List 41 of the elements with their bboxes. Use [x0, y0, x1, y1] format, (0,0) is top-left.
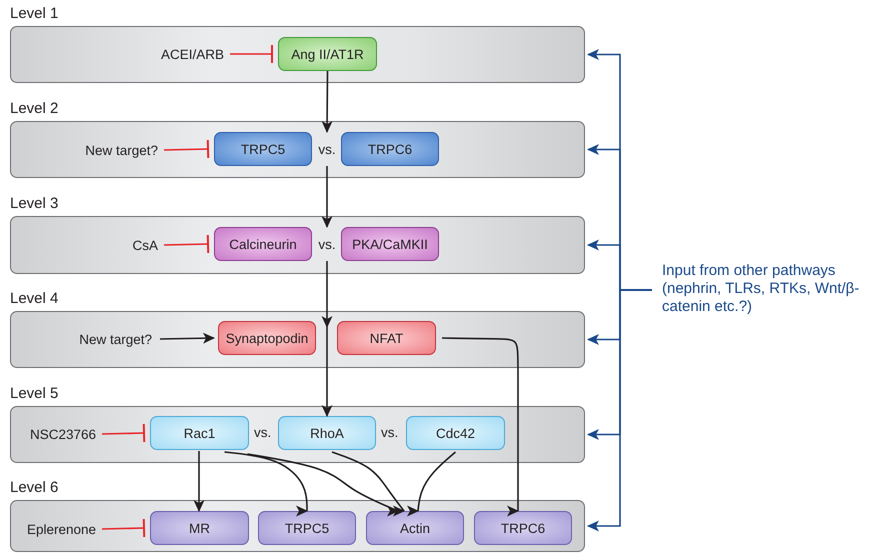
gtpase-box: RhoA: [278, 416, 376, 450]
receptor-box: Ang II/AT1R: [278, 37, 377, 71]
level-heading: Level 6: [10, 478, 58, 498]
vs-label: vs.: [314, 227, 340, 261]
input-note: Input from other pathways (nephrin, TLRs, RTKs, Wnt/β-catenin etc.?): [662, 262, 867, 318]
arrow: [322, 261, 332, 417]
inhibition-line: [102, 423, 146, 443]
drug-label: CsA: [120, 231, 158, 259]
inhibition-line: [164, 139, 210, 159]
inhibition-line: [102, 518, 146, 538]
channel-box: TRPC5: [214, 132, 312, 166]
inhibition-line: [164, 234, 210, 254]
level-heading: Level 2: [10, 99, 58, 119]
drug-label: New target?: [62, 325, 152, 353]
drug-label: NSC23766: [16, 420, 96, 448]
effector-box: MR: [150, 511, 249, 545]
level-heading: Level 5: [10, 384, 58, 404]
arrow: [322, 166, 332, 228]
vs-label: vs.: [314, 132, 340, 166]
level-heading: Level 1: [10, 4, 58, 24]
protein-box: NFAT: [337, 321, 436, 355]
gtpase-box: Rac1: [150, 416, 249, 450]
arrow: [194, 451, 204, 512]
effector-box: TRPC6: [474, 511, 572, 545]
protein-box: Synaptopodin: [218, 321, 316, 355]
level-heading: Level 3: [10, 194, 58, 214]
effector-box: TRPC5: [258, 511, 356, 545]
drug-label: ACEI/ARB: [140, 40, 224, 68]
arrow: [160, 332, 215, 344]
enzyme-box: Calcineurin: [214, 227, 312, 261]
arrow: [322, 71, 333, 133]
arrow: [587, 289, 652, 532]
channel-box: TRPC6: [341, 132, 439, 166]
enzyme-box: PKA/CaMKII: [341, 227, 439, 261]
drug-label: New target?: [70, 136, 158, 164]
drug-label: Eplerenone: [14, 515, 96, 543]
inhibition-line: [230, 44, 273, 64]
level-heading: Level 4: [10, 289, 58, 309]
effector-box: Actin: [366, 511, 464, 545]
vs-label: vs.: [381, 425, 398, 440]
vs-label: vs.: [254, 425, 272, 440]
